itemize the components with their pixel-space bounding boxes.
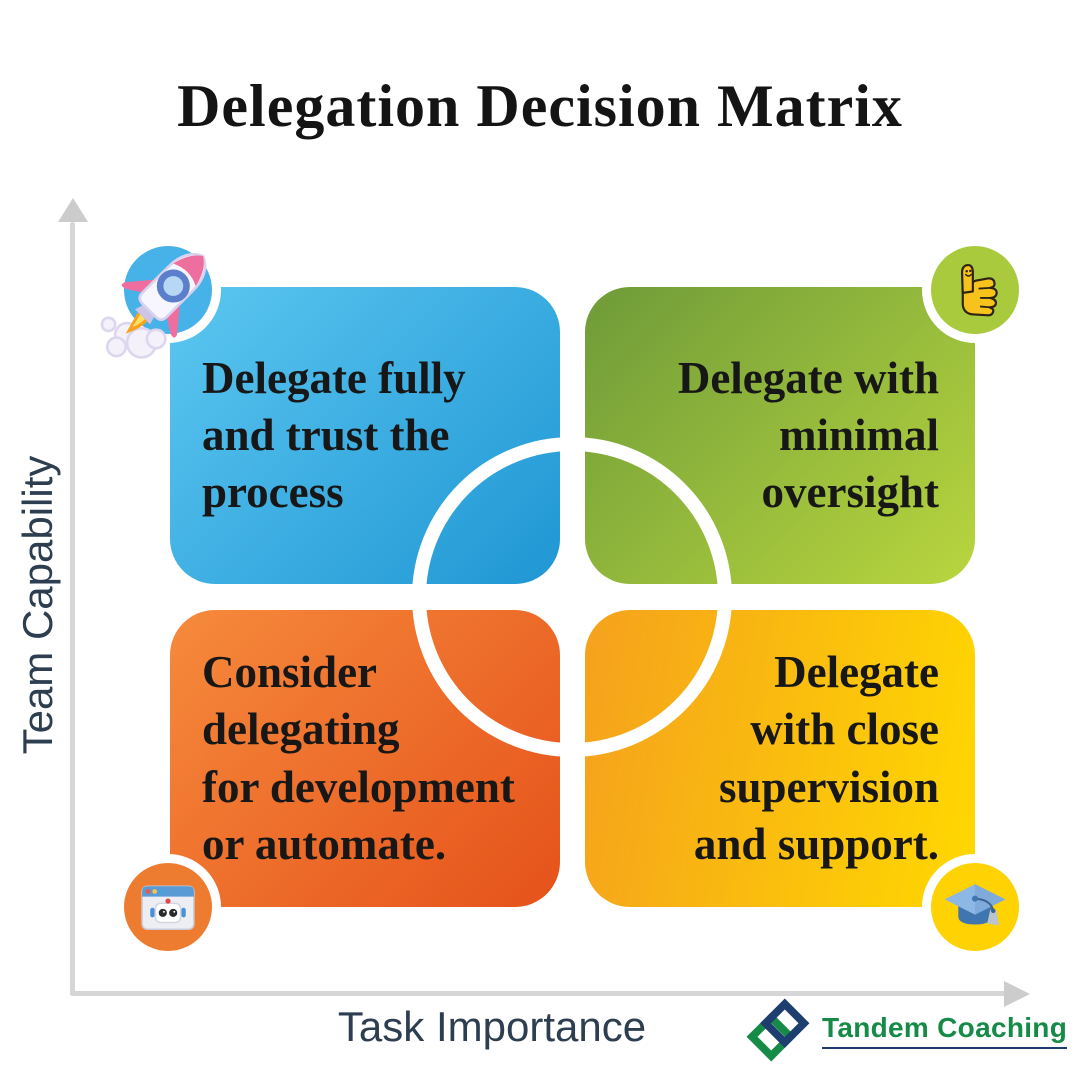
y-axis-label: Team Capability [14, 455, 61, 755]
logo-underline [822, 1046, 1068, 1049]
quadrant-text: Delegate fully and trust the process [202, 352, 466, 518]
y-axis-arrow-icon [58, 198, 88, 222]
page-title: Delegation Decision Matrix [177, 73, 903, 139]
x-axis-line [70, 991, 1006, 996]
quadrant-text: Consider delegating for development or a… [202, 647, 515, 869]
quadrant-text: Delegate with close supervision and supp… [693, 647, 939, 869]
robot-window-icon [141, 885, 195, 930]
robot-window-badge [115, 854, 221, 960]
thumbs-up-badge [922, 237, 1028, 343]
graduation-cap-icon [944, 884, 1006, 926]
center-ring [412, 437, 732, 757]
thumbs-up-icon [960, 263, 998, 317]
logo-text: Tandem Coaching [822, 1011, 1068, 1043]
quadrant-card-delegate-fully: Delegate fully and trust the process [170, 287, 560, 584]
rocket-badge [100, 237, 221, 359]
x-axis-arrow-icon [1004, 981, 1030, 1007]
quadrant-text: Delegate with minimal oversight [677, 352, 939, 518]
rocket-icon [100, 253, 207, 359]
y-axis-line [70, 222, 75, 996]
logo-diamond-icon [746, 998, 810, 1062]
tandem-coaching-logo: Tandem Coaching [746, 998, 1068, 1062]
graduation-cap-badge [922, 854, 1028, 960]
x-axis-label: Task Importance [337, 1003, 647, 1050]
